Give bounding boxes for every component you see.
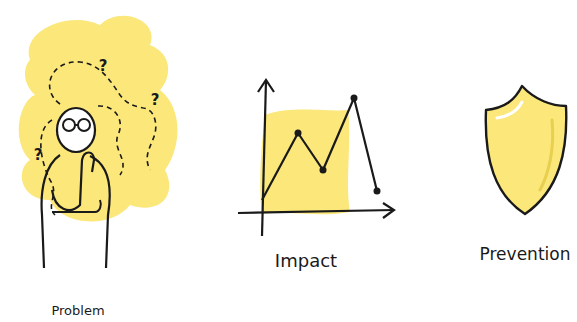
shield-shine [497, 102, 522, 118]
problem-figure [19, 16, 178, 268]
caption-label: Impact [275, 251, 337, 271]
prevention-shield [486, 86, 567, 214]
arm [52, 200, 101, 212]
impact-chart [238, 80, 394, 236]
axis-arrow [383, 203, 394, 218]
x-axis [238, 210, 394, 213]
head [57, 108, 95, 152]
shield-shade [540, 120, 553, 190]
data-point [295, 130, 302, 137]
glasses [78, 119, 90, 131]
caption-label: Problem [51, 304, 104, 318]
glasses-bridge [75, 124, 78, 126]
arm [52, 153, 94, 211]
question-mark: ? [151, 92, 160, 109]
thought-path [41, 120, 55, 215]
data-line [262, 98, 377, 200]
question-mark: ? [99, 58, 108, 75]
data-point [374, 188, 381, 195]
axis-arrow [258, 80, 274, 92]
data-point [351, 95, 358, 102]
data-point [320, 167, 327, 174]
shield [486, 86, 567, 214]
glasses [63, 119, 75, 131]
question-mark: ? [34, 147, 43, 164]
caption-label: Prevention [480, 245, 571, 264]
chart-highlight [260, 109, 350, 214]
thought-path [50, 62, 156, 170]
